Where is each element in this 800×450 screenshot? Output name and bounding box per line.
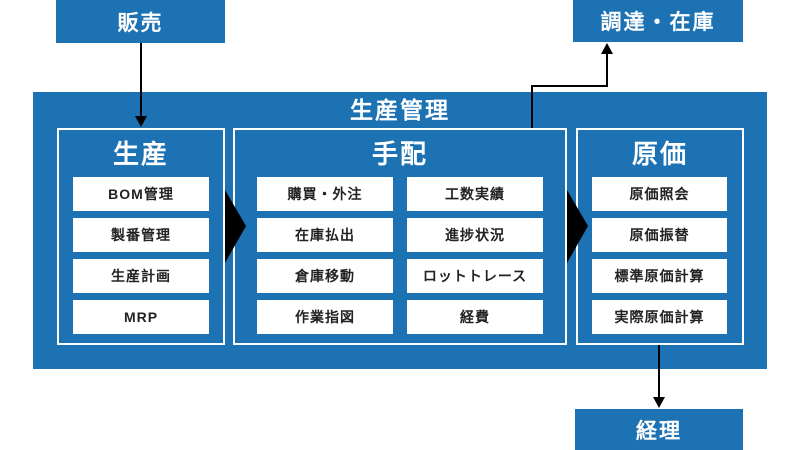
list-item: 製番管理 — [73, 218, 209, 252]
list-item: 生産計画 — [73, 259, 209, 293]
group-arrangement: 手配 購買・外注 在庫払出 倉庫移動 作業指図 工数実績 進捗状況 ロットトレー… — [233, 128, 567, 345]
accounting-node: 経理 — [575, 409, 743, 450]
group-cost-title: 原価 — [631, 139, 688, 169]
group-cost: 原価 原価照会 原価振替 標準原価計算 実際原価計算 — [576, 128, 744, 345]
group-arrangement-title: 手配 — [371, 139, 428, 169]
procurement-inventory-node: 調達・在庫 — [573, 0, 743, 42]
main-title: 生産管理 — [350, 97, 450, 123]
arrangement-item-list-right: 工数実績 進捗状況 ロットトレース 経費 — [407, 177, 543, 334]
group-production: 生産 BOM管理 製番管理 生産計画 MRP — [57, 128, 225, 345]
list-item: BOM管理 — [73, 177, 209, 211]
sales-node: 販売 — [56, 0, 225, 43]
list-item: MRP — [73, 300, 209, 334]
production-item-list: BOM管理 製番管理 生産計画 MRP — [73, 177, 209, 334]
list-item: 標準原価計算 — [592, 259, 727, 293]
list-item: 在庫払出 — [257, 218, 393, 252]
list-item: 購買・外注 — [257, 177, 393, 211]
arrangement-item-list-left: 購買・外注 在庫払出 倉庫移動 作業指図 — [257, 177, 393, 334]
list-item: ロットトレース — [407, 259, 543, 293]
list-item: 経費 — [407, 300, 543, 334]
group-production-title: 生産 — [112, 139, 169, 169]
list-item: 進捗状況 — [407, 218, 543, 252]
arrow-down-icon — [653, 397, 665, 408]
list-item: 工数実績 — [407, 177, 543, 211]
cost-item-list: 原価照会 原価振替 標準原価計算 実際原価計算 — [592, 177, 727, 334]
list-item: 作業指図 — [257, 300, 393, 334]
list-item: 原価振替 — [592, 218, 727, 252]
list-item: 実際原価計算 — [592, 300, 727, 334]
list-item: 倉庫移動 — [257, 259, 393, 293]
arrow-up-icon — [601, 43, 613, 54]
list-item: 原価照会 — [592, 177, 727, 211]
